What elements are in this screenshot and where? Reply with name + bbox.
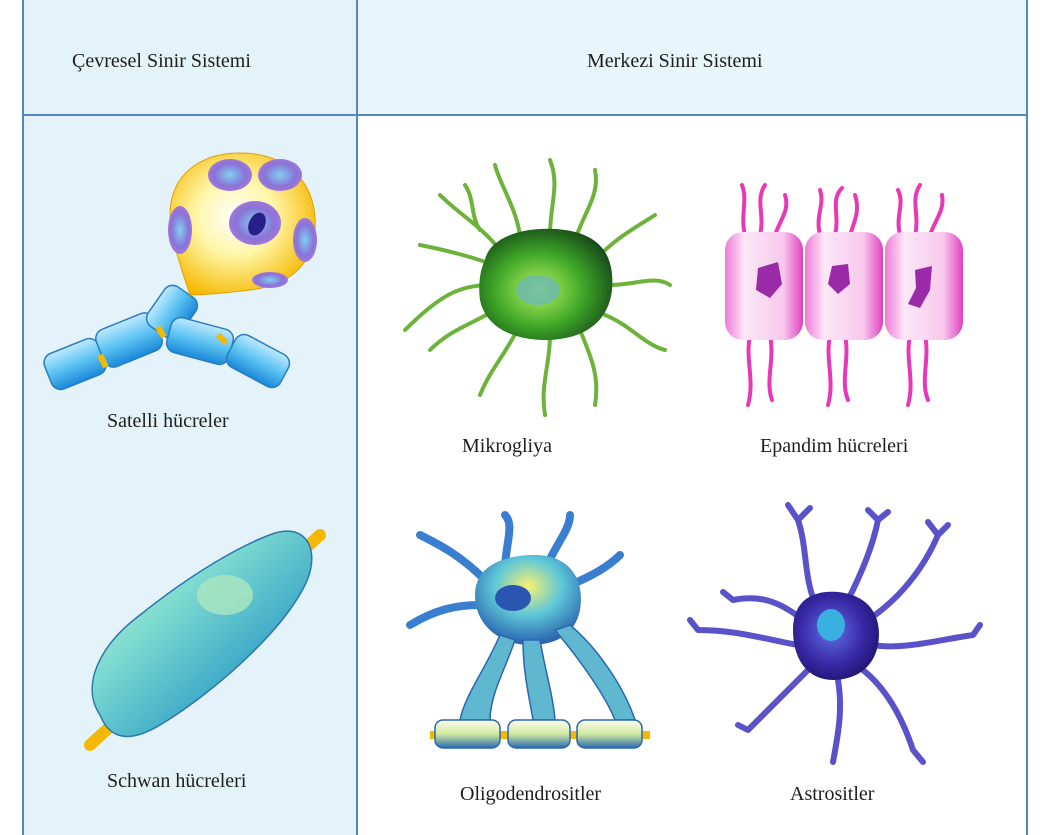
ependymal-cells-illustration: [720, 180, 970, 410]
neuron-soma: [168, 153, 317, 295]
column-divider: [356, 0, 358, 835]
right-border: [1026, 0, 1028, 835]
astrocytes-label: Astrositler: [790, 783, 874, 806]
central-header: Merkezi Sinir Sistemi: [587, 50, 763, 73]
peripheral-header: Çevresel Sinir Sistemi: [72, 50, 251, 73]
ependymal-cells-label: Epandim hücreleri: [760, 435, 908, 458]
oligodendrocytes-illustration: [405, 510, 665, 755]
myelin-segments: [41, 281, 293, 392]
microglia-illustration: [400, 155, 675, 420]
oligodendrocytes-label: Oligodendrositler: [460, 783, 601, 806]
left-border: [22, 0, 24, 835]
astrocytes-illustration: [688, 500, 988, 770]
header-divider: [22, 114, 1028, 116]
schwann-cell-illustration: [70, 525, 340, 775]
microglia-label: Mikrogliya: [462, 435, 552, 458]
satellite-cells-illustration: [40, 145, 340, 415]
satellite-cells-label: Satelli hücreler: [107, 410, 229, 433]
schwann-cells-label: Schwan hücreleri: [107, 770, 246, 793]
